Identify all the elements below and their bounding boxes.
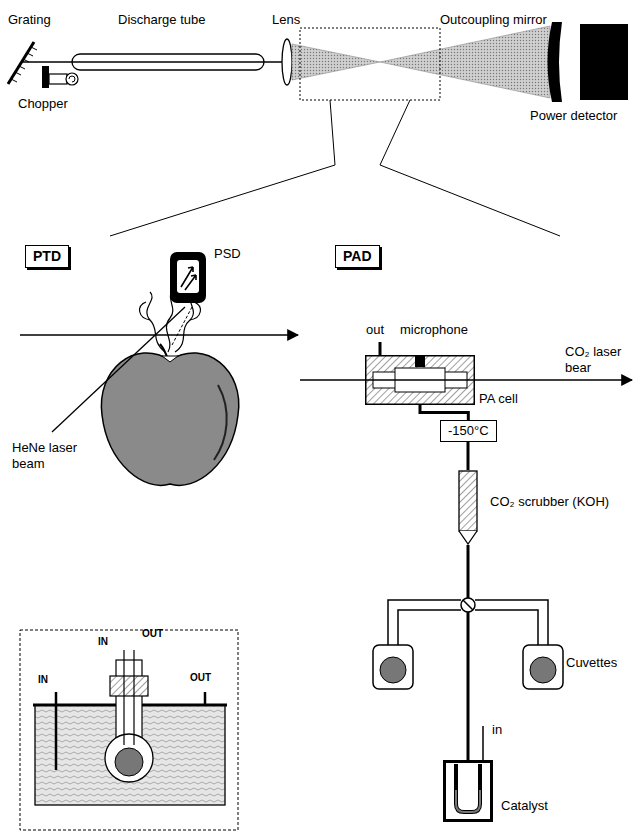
pipe	[475, 610, 538, 648]
valve	[461, 598, 475, 612]
power-detector-shape	[580, 24, 628, 100]
grating	[8, 42, 37, 84]
node-text: PSD	[214, 246, 241, 262]
node-text: CO₂ scrubber (KOH)	[490, 494, 609, 510]
cuvette	[523, 645, 563, 689]
cuvette-sample	[530, 657, 556, 683]
part-label: IN	[98, 636, 108, 648]
ptd-label-box: PTD	[25, 245, 69, 268]
part-label: Cuvettes	[566, 655, 617, 671]
part-label: microphone	[400, 322, 468, 338]
gas-tube	[467, 545, 470, 760]
pipe	[398, 610, 461, 648]
catalyst-shape	[443, 760, 493, 822]
cuvette	[373, 645, 413, 689]
node-text: Catalyst	[501, 798, 548, 814]
zoom-frame	[300, 28, 440, 100]
cuvette-sample	[380, 657, 406, 683]
valve	[463, 600, 473, 610]
part-label: Chopper	[18, 96, 68, 112]
power-detector: Power detector	[580, 24, 628, 100]
node-text: PAD	[343, 248, 372, 265]
psd-detector: PSD	[168, 250, 208, 305]
cuvette-bath	[33, 650, 227, 805]
node-text: PTD	[33, 248, 61, 265]
psd-detector-shape	[168, 250, 208, 305]
co2-scrubber-shape	[456, 470, 480, 545]
outcoupling-mirror	[548, 22, 563, 102]
deflected-beam	[172, 307, 192, 345]
hene-beam	[52, 307, 185, 432]
laser-beam	[22, 61, 285, 63]
part-label: OUT	[142, 628, 163, 640]
pa-cell-shape	[365, 355, 475, 405]
co2-beam	[20, 334, 298, 336]
co2-beam	[300, 379, 365, 381]
part-label: HeNe laser beam	[12, 440, 84, 471]
part-label: out	[366, 322, 384, 338]
part-label: Outcoupling mirror	[440, 12, 547, 28]
node-text: Power detector	[530, 108, 617, 124]
part-label: in	[492, 722, 502, 738]
pipe	[388, 600, 461, 648]
discharge-tube	[72, 54, 264, 70]
gas-tube	[467, 442, 470, 470]
part-label: Lens	[272, 12, 300, 28]
chopper	[42, 66, 78, 88]
part-label: IN	[38, 674, 48, 686]
part-label: Discharge tube	[118, 12, 205, 28]
co2-beam	[475, 379, 632, 381]
beam-cone	[292, 26, 550, 98]
gas-tube	[420, 405, 468, 420]
co2-scrubber: CO₂ scrubber (KOH)	[456, 470, 480, 545]
inlet-tube	[482, 726, 484, 764]
part-label: Grating	[8, 12, 51, 28]
lens	[282, 39, 292, 85]
node-text: -150°C	[448, 423, 489, 439]
pipe	[475, 600, 548, 648]
pad-label-box: PAD	[335, 245, 380, 268]
apple	[101, 344, 238, 485]
catalyst: Catalyst	[443, 760, 493, 822]
part-label: CO₂ laser bear	[565, 344, 637, 375]
cold-trap-box: -150°C	[440, 420, 497, 442]
pa-cell: PA cell	[365, 355, 475, 405]
part-label: OUT	[190, 672, 211, 684]
node-text: PA cell	[479, 391, 518, 407]
inset-frame	[20, 630, 238, 830]
zoom-line	[110, 100, 335, 236]
